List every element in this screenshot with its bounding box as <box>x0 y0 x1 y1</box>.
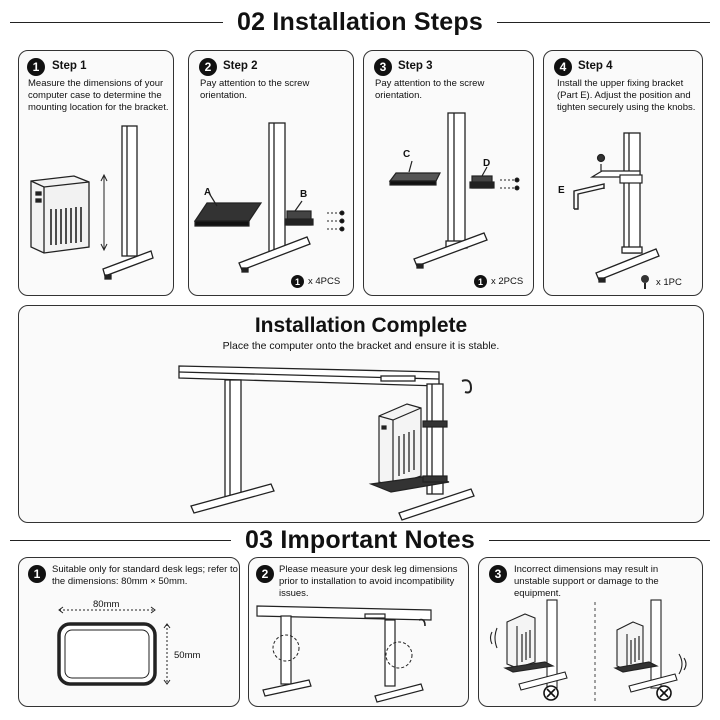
dimension-height-label: 50mm <box>174 650 201 661</box>
step-2-illustration <box>193 122 345 273</box>
cross-circle-icon <box>656 685 672 701</box>
tower-pc-icon <box>30 175 90 254</box>
step-4-quantity-text: x 1PC <box>656 276 682 288</box>
step-2-label: Step 2 <box>223 60 258 72</box>
part-c-label: C <box>403 149 411 160</box>
desk-leg-icon <box>238 122 311 273</box>
step-1-description: Measure the dimensions of your computer … <box>28 78 169 113</box>
height-dimension-arrow <box>163 623 171 685</box>
bracket-b-icon <box>284 200 314 226</box>
note-3-card: 3 Incorrect dimensions may result in uns… <box>478 557 703 707</box>
step-3-card: 3 Step 3 Pay attention to the screw orie… <box>363 50 534 296</box>
installation-complete-card: Installation Complete Place the computer… <box>18 305 704 523</box>
important-notes-title: 03 Important Notes <box>244 526 476 554</box>
part-b-label: B <box>300 189 308 200</box>
cross-circle-icon <box>543 685 559 701</box>
desk-icon <box>178 365 475 521</box>
step-number-badge: 2 <box>199 58 217 76</box>
desk-leg-icon <box>102 125 154 280</box>
part-d-label: D <box>483 158 491 169</box>
bracket-c-icon <box>388 160 441 186</box>
step-4-card: 4 Step 4 Install the upper fixing bracke… <box>543 50 703 296</box>
heading-rule <box>10 539 231 542</box>
measure-highlight-circle <box>385 641 413 669</box>
important-notes-heading: 03 Important Notes <box>0 526 720 555</box>
knob-icon <box>641 275 649 289</box>
note-2-card: 2 Please measure your desk leg dimension… <box>248 557 469 707</box>
heading-rule <box>10 21 224 24</box>
desk-leg-icon <box>595 132 660 283</box>
note-2-description: Please measure your desk leg dimensions … <box>279 564 458 599</box>
width-dimension-arrow <box>58 606 156 614</box>
installation-steps-title: 02 Installation Steps <box>237 8 483 36</box>
installation-complete-title: Installation Complete <box>254 314 468 337</box>
unstable-example-right <box>613 599 687 693</box>
step-2-card: 2 Step 2 Pay attention to the screw orie… <box>188 50 354 296</box>
note-1-card: 1 Suitable only for standard desk legs; … <box>18 557 240 707</box>
step-4-description: Install the upper fixing bracket (Part E… <box>557 78 696 113</box>
leg-profile-inner <box>64 629 150 679</box>
step-3-label: Step 3 <box>398 60 433 72</box>
step-2-description: Pay attention to the screw orientation. <box>200 78 310 101</box>
desk-icon <box>256 605 432 703</box>
step-number-badge: 3 <box>374 58 392 76</box>
installed-desk-illustration <box>178 365 475 521</box>
bracket-a-icon <box>193 192 263 227</box>
screw-icon <box>327 210 345 232</box>
bracket-e-icon <box>573 183 605 210</box>
step-3-illustration <box>388 112 520 269</box>
step-4-label: Step 4 <box>578 60 613 72</box>
step-1-card: 1 Step 1 Measure the dimensions of your … <box>18 50 174 296</box>
note-number-badge: 3 <box>489 565 507 583</box>
installation-complete-subtitle: Place the computer onto the bracket and … <box>222 340 500 352</box>
step-4-quantity: x 1PC <box>638 275 682 289</box>
desk-leg-icon <box>413 112 488 269</box>
screw-type-badge: 1 <box>291 275 304 288</box>
note-number-badge: 1 <box>28 565 46 583</box>
heading-rule <box>496 21 710 24</box>
tower-pc-icon <box>368 403 450 493</box>
leg-cross-section-diagram <box>57 606 171 686</box>
leg-profile-outer <box>57 622 157 686</box>
height-dimension-arrow <box>100 173 108 252</box>
upper-bracket-icon <box>589 153 643 184</box>
bracket-d-icon <box>469 166 495 189</box>
step-2-quantity: 1 x 4PCS <box>291 275 340 288</box>
step-3-quantity: 1 x 2PCS <box>474 275 523 288</box>
screw-type-badge: 1 <box>474 275 487 288</box>
note-3-description: Incorrect dimensions may result in unsta… <box>514 564 659 599</box>
dimension-width-label: 80mm <box>93 599 120 610</box>
step-1-label: Step 1 <box>52 60 87 72</box>
step-3-quantity-text: x 2PCS <box>491 276 524 287</box>
heading-rule <box>489 539 710 542</box>
step-number-badge: 1 <box>27 58 45 76</box>
unstable-example-left <box>489 599 568 691</box>
screw-icon <box>500 177 520 191</box>
step-1-illustration <box>30 125 154 280</box>
step-number-badge: 4 <box>554 58 572 76</box>
desk-measure-illustration <box>256 605 432 703</box>
step-4-illustration <box>573 132 660 283</box>
installation-steps-heading: 02 Installation Steps <box>0 8 720 37</box>
unstable-support-illustration <box>489 599 687 702</box>
note-number-badge: 2 <box>256 565 274 583</box>
measure-highlight-circle <box>272 634 300 662</box>
note-1-description: Suitable only for standard desk legs; re… <box>52 564 238 587</box>
step-3-description: Pay attention to the screw orientation. <box>375 78 485 101</box>
part-e-label: E <box>558 185 565 196</box>
part-a-label: A <box>204 187 212 198</box>
step-2-quantity-text: x 4PCS <box>308 276 341 287</box>
